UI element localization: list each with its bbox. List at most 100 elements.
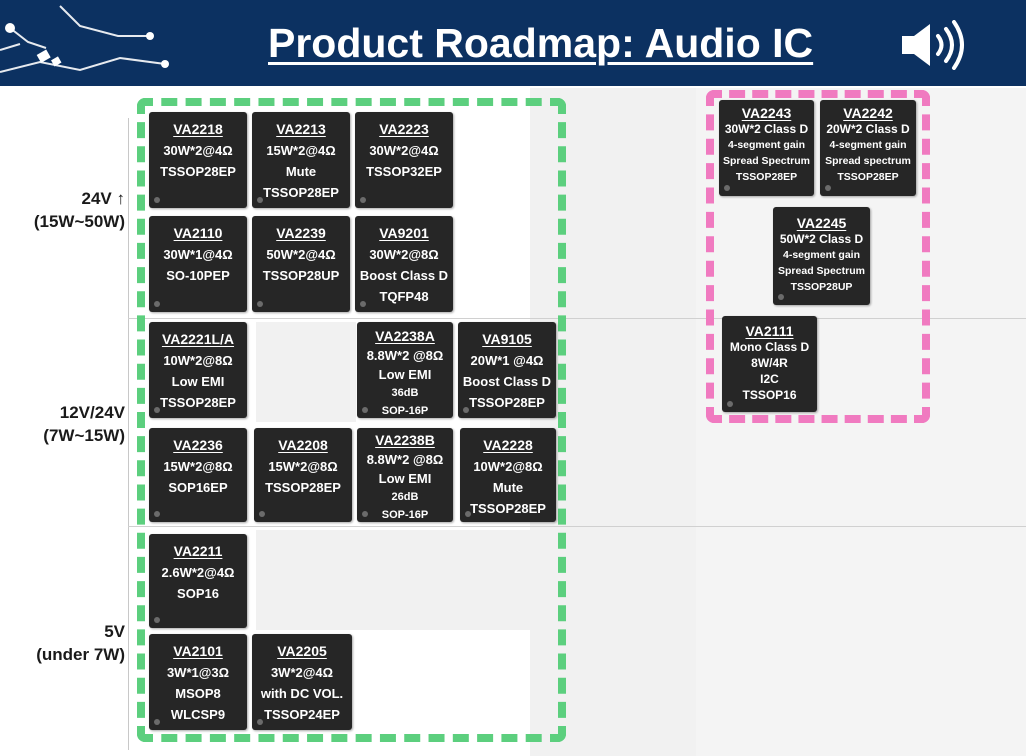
grid-divider-1 [128, 318, 1026, 319]
chip-package: TSSOP28EP [160, 164, 236, 179]
green-group-outline [137, 98, 566, 742]
pin-marker [257, 719, 263, 725]
pin-marker [362, 511, 368, 517]
chip-spec: 20W*1 @4Ω [470, 353, 544, 368]
pink-group-outline [706, 90, 930, 423]
chip-package: SOP-16P [381, 509, 429, 521]
page-title: Product Roadmap: Audio IC [268, 20, 814, 66]
chip-spec: 3W*2@4Ω [270, 665, 334, 680]
chip-spec: 8W/4R [751, 356, 788, 370]
chip-va2101[interactable]: VA2101 3W*1@3Ω MSOP8 WLCSP9 [149, 634, 247, 730]
chip-package: TSSOP28EP [735, 171, 798, 183]
chip-spec: 10W*2@8Ω [473, 459, 543, 474]
chip-spec: 50W*2 Class D [779, 232, 864, 246]
chip-feature: Boost Class D [462, 374, 552, 389]
chip-va2110[interactable]: VA2110 30W*1@4Ω SO-10PEP [149, 216, 247, 312]
chip-va2221[interactable]: VA2221L/A 10W*2@8Ω Low EMI TSSOP28EP [149, 322, 247, 418]
chip-name: VA2208 [278, 437, 328, 453]
chip-feature: Spread Spectrum [723, 155, 810, 167]
chip-name: VA2211 [173, 543, 223, 559]
chip-va9105[interactable]: VA9105 20W*1 @4Ω Boost Class D TSSOP28EP [458, 322, 556, 418]
chip-spec: 30W*2 Class D [724, 122, 809, 136]
chip-spec: 30W*2@4Ω [163, 143, 233, 158]
chip-name: VA2239 [276, 225, 326, 241]
row-label-voltage: 5V [104, 622, 125, 641]
chip-va9201[interactable]: VA9201 30W*2@8Ω Boost Class D TQFP48 [355, 216, 453, 312]
chip-package: TSSOP28EP [469, 395, 545, 410]
chip-package: TSSOP28EP [470, 501, 546, 516]
row-label-24v: 24V ↑ (15W~50W) [0, 187, 125, 233]
chip-feature: Spread spectrum [825, 155, 911, 167]
pin-marker [154, 301, 160, 307]
header-banner: Product Roadmap: Audio IC [0, 0, 1026, 86]
chip-package: TSSOP28EP [265, 480, 341, 495]
chip-package: TSSOP16 [742, 388, 797, 402]
chip-feature: Low EMI [171, 374, 225, 389]
chip-name: VA9105 [482, 331, 532, 347]
pin-marker [154, 719, 160, 725]
chip-spec: 15W*2@8Ω [163, 459, 233, 474]
chip-name: VA2238A [375, 328, 435, 344]
chip-name: VA2236 [173, 437, 223, 453]
pin-marker [360, 197, 366, 203]
chip-spec: 10W*2@8Ω [163, 353, 233, 368]
chip-name: VA9201 [379, 225, 429, 241]
chip-package: SO-10PEP [166, 268, 230, 283]
grid-panel-left [530, 88, 696, 756]
chip-name: VA2205 [277, 643, 327, 659]
chip-feature: Spread Spectrum [778, 265, 865, 277]
chip-va2205[interactable]: VA2205 3W*2@4Ω with DC VOL. TSSOP24EP [252, 634, 352, 730]
chip-va2111[interactable]: VA2111 Mono Class D 8W/4R I2C TSSOP16 [722, 316, 817, 412]
pin-marker [465, 511, 471, 517]
pin-marker [257, 301, 263, 307]
chip-spec: 30W*1@4Ω [163, 247, 233, 262]
chip-name: VA2223 [379, 121, 429, 137]
chip-interface: I2C [760, 372, 779, 386]
chip-va2211[interactable]: VA2211 2.6W*2@4Ω SOP16 [149, 534, 247, 628]
chip-va2218[interactable]: VA2218 30W*2@4Ω TSSOP28EP [149, 112, 247, 208]
pin-marker [825, 185, 831, 191]
chip-package: SOP16 [177, 586, 219, 601]
pin-marker [360, 301, 366, 307]
chip-va2243[interactable]: VA2243 30W*2 Class D 4-segment gain Spre… [719, 100, 814, 196]
pin-marker [727, 401, 733, 407]
chip-name: VA2245 [796, 215, 847, 231]
row-label-voltage: 12V/24V [59, 403, 125, 422]
row-label-5v: 5V (under 7W) [0, 620, 125, 666]
chip-va2223[interactable]: VA2223 30W*2@4Ω TSSOP32EP [355, 112, 453, 208]
chip-va2245[interactable]: VA2245 50W*2 Class D 4-segment gain Spre… [773, 207, 870, 305]
row-label-12v24v: 12V/24V (7W~15W) [0, 401, 125, 447]
pin-marker [154, 617, 160, 623]
grid-panel-5v [256, 530, 530, 630]
chip-package: TSSOP28EP [160, 395, 236, 410]
chip-va2239[interactable]: VA2239 50W*2@4Ω TSSOP28UP [252, 216, 350, 312]
chip-name: VA2213 [276, 121, 326, 137]
chip-package: TSSOP24EP [264, 707, 340, 722]
chip-name: VA2243 [741, 105, 792, 121]
chip-va2208[interactable]: VA2208 15W*2@8Ω TSSOP28EP [254, 428, 352, 522]
chip-name: VA2238B [375, 432, 435, 448]
chip-spec: 15W*2@4Ω [266, 143, 336, 158]
chip-name: VA2111 [745, 323, 794, 339]
chip-name: VA2101 [173, 643, 223, 659]
pin-marker [154, 197, 160, 203]
chip-feature: Mute [492, 480, 524, 495]
chip-feature: 4-segment gain [727, 139, 806, 151]
chip-va2228[interactable]: VA2228 10W*2@8Ω Mute TSSOP28EP [460, 428, 556, 522]
chip-feature: Mono Class D [729, 340, 810, 354]
row-label-voltage: 24V ↑ [81, 189, 125, 208]
chip-va2238b[interactable]: VA2238B 8.8W*2 @8Ω Low EMI 26dB SOP-16P [357, 428, 453, 522]
pin-marker [362, 407, 368, 413]
chip-spec: 2.6W*2@4Ω [161, 565, 235, 580]
chip-package: TSSOP32EP [366, 164, 442, 179]
chip-va2236[interactable]: VA2236 15W*2@8Ω SOP16EP [149, 428, 247, 522]
chip-package: TSSOP28EP [263, 185, 339, 200]
pin-marker [724, 185, 730, 191]
circuit-decoration-icon [0, 5, 169, 73]
chip-va2213[interactable]: VA2213 15W*2@4Ω Mute TSSOP28EP [252, 112, 350, 208]
chip-name: VA2242 [843, 105, 893, 121]
chip-va2242[interactable]: VA2242 20W*2 Class D 4-segment gain Spre… [820, 100, 916, 196]
chip-package-alt: WLCSP9 [170, 707, 226, 722]
chip-spec: 15W*2@8Ω [268, 459, 338, 474]
chip-va2238a[interactable]: VA2238A 8.8W*2 @8Ω Low EMI 36dB SOP-16P [357, 322, 453, 418]
